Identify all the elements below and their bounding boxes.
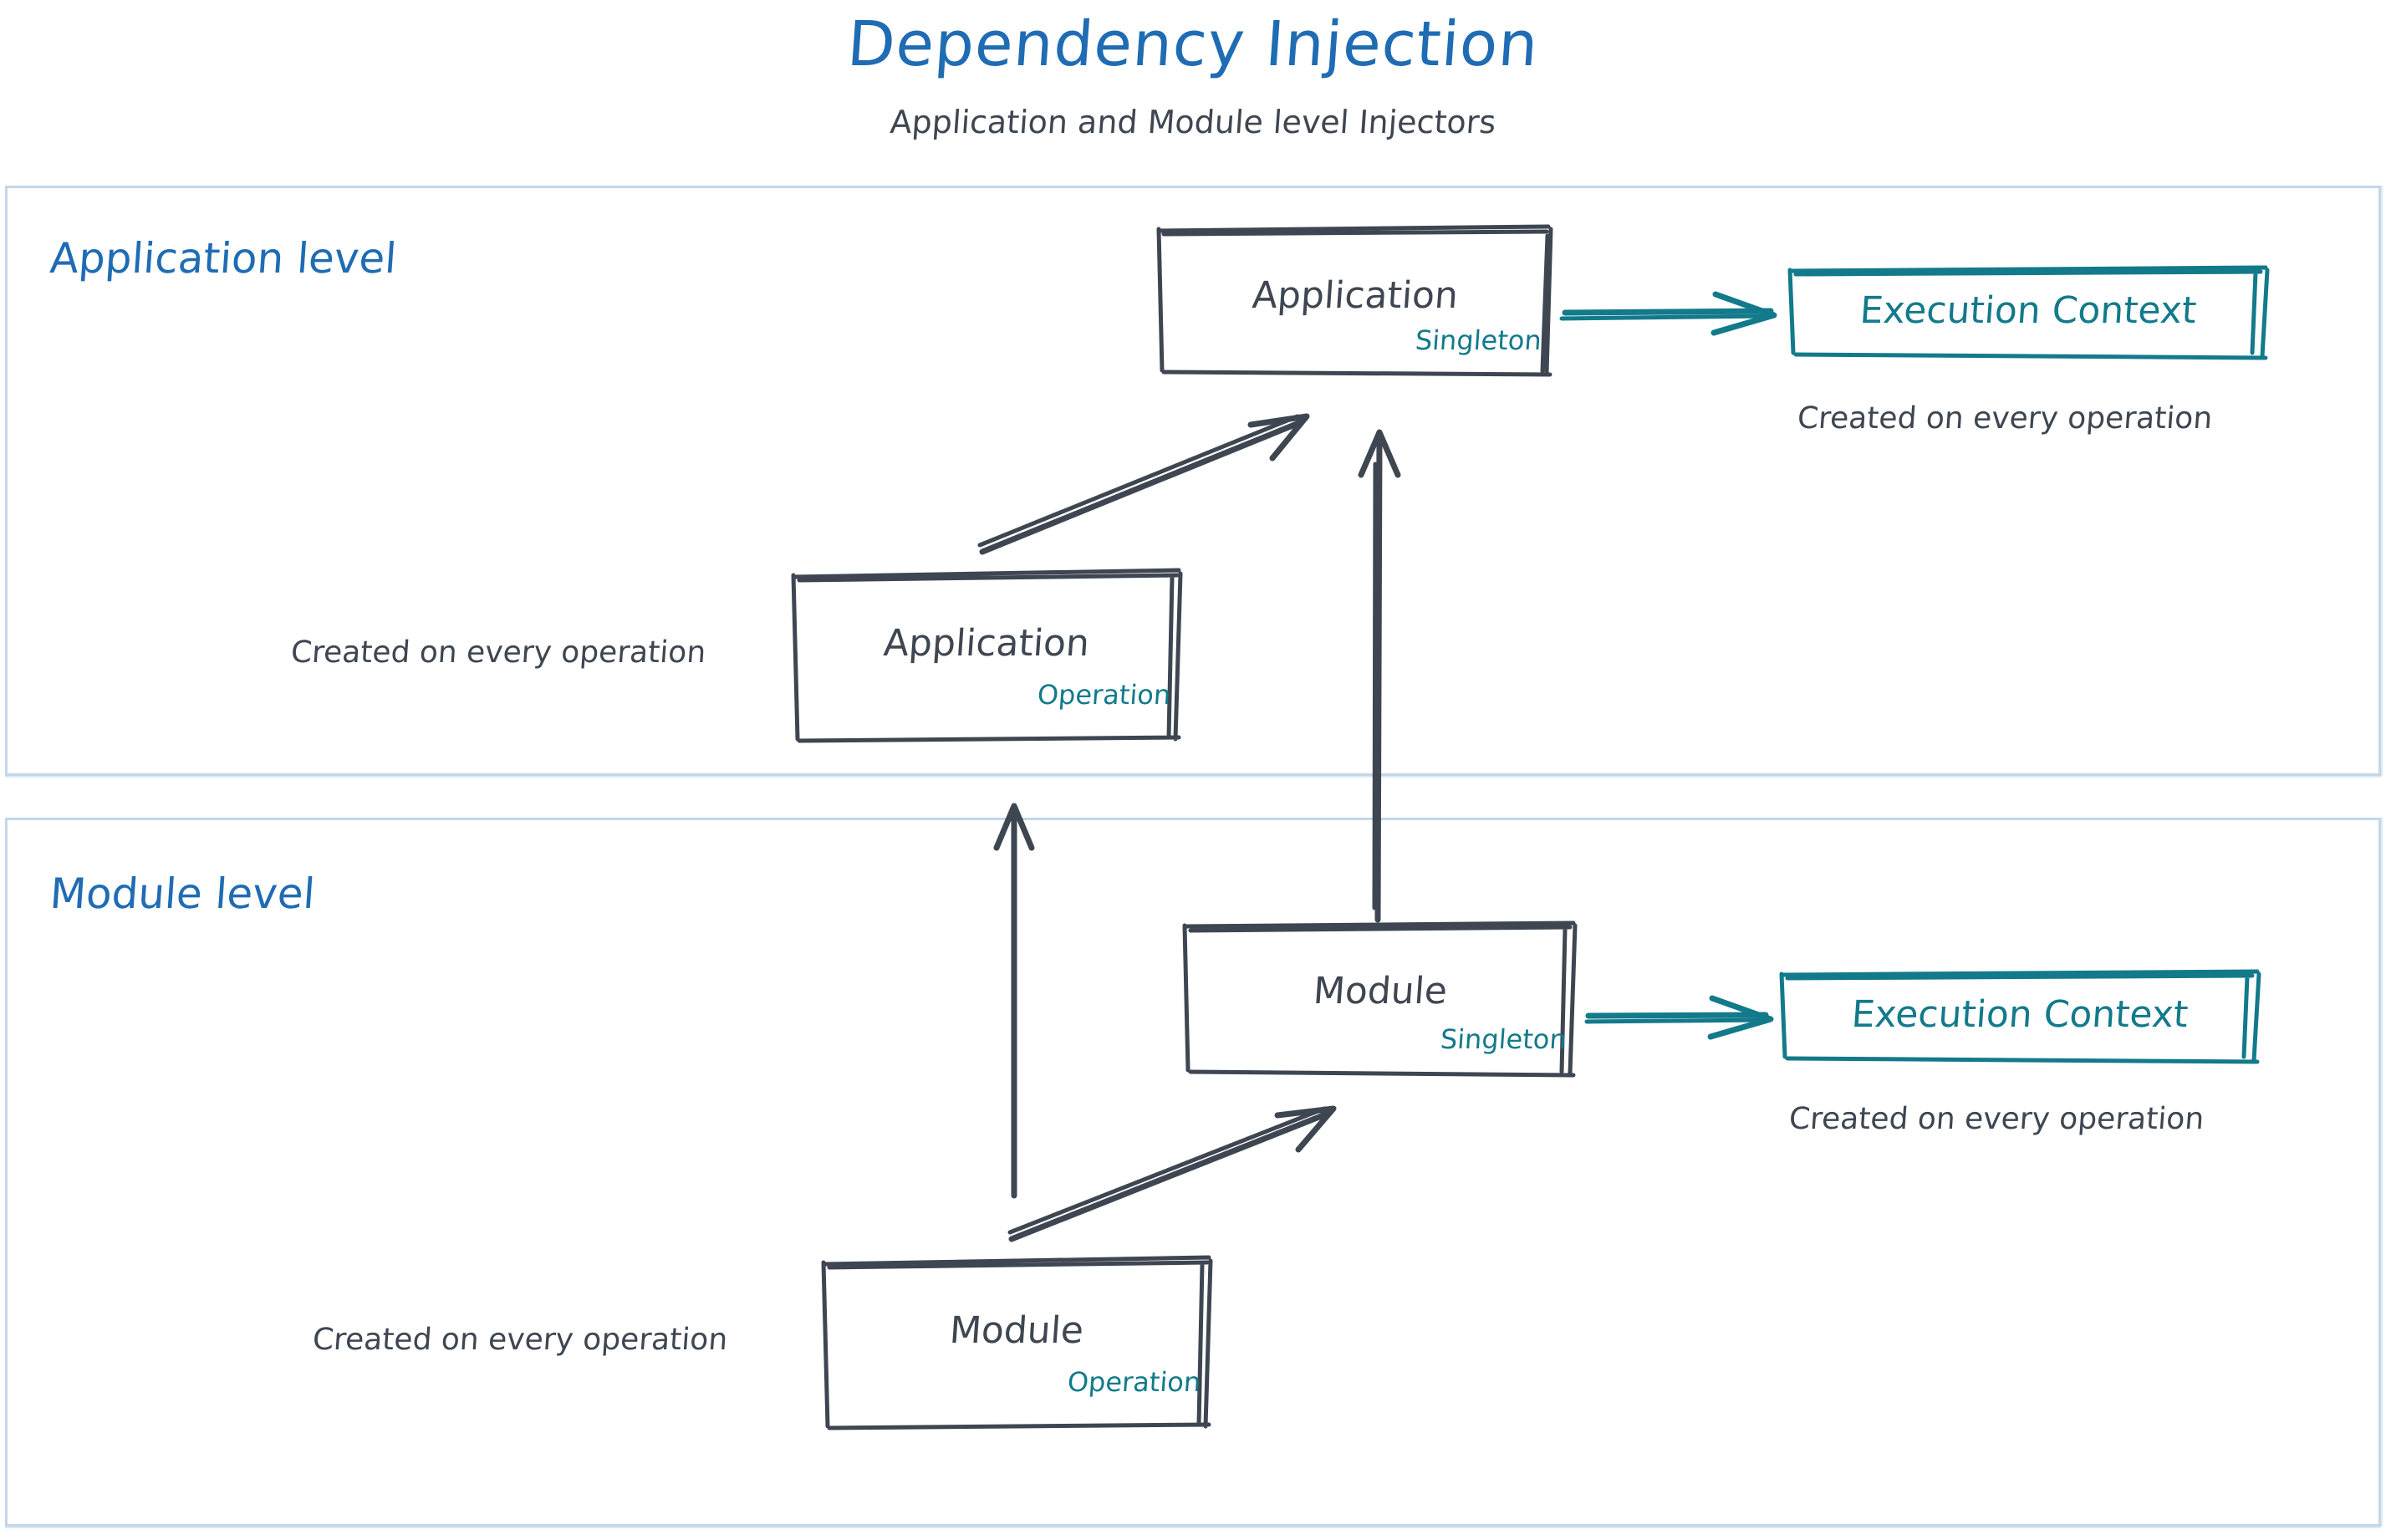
note-module-operation: Created on every operation [311,1323,729,1357]
box-title: Execution Context [1858,289,2198,332]
box-execution-context-application[interactable]: Execution Context [1786,264,2271,363]
box-title: Module [948,1309,1085,1352]
page-title: Dependency Injection [844,8,1542,80]
box-execution-context-module[interactable]: Execution Context [1777,968,2262,1067]
box-tag-operation: Operation [1066,1366,1202,1398]
box-tag-operation: Operation [1036,679,1172,711]
box-title: Application [1251,274,1460,317]
box-tag-singleton: Singleton [1414,324,1543,356]
module-level-label: Module level [48,869,317,918]
box-title: Module [1312,970,1449,1012]
note-execution-context-module: Created on every operation [1787,1102,2205,1136]
box-module-operation[interactable]: Module Operation [819,1254,1214,1431]
note-execution-context-application: Created on every operation [1796,401,2214,436]
box-application-operation[interactable]: Application Operation [789,567,1184,744]
box-tag-singleton: Singleton [1439,1023,1568,1055]
box-title: Application [882,622,1091,665]
application-level-label: Application level [48,234,399,283]
note-application-operation: Created on every operation [289,635,707,670]
box-application-singleton[interactable]: Application Singleton [1155,222,1555,378]
page-subtitle: Application and Module level Injectors [889,104,1497,140]
box-module-singleton[interactable]: Module Singleton [1180,920,1580,1079]
box-title: Execution Context [1850,993,2190,1036]
